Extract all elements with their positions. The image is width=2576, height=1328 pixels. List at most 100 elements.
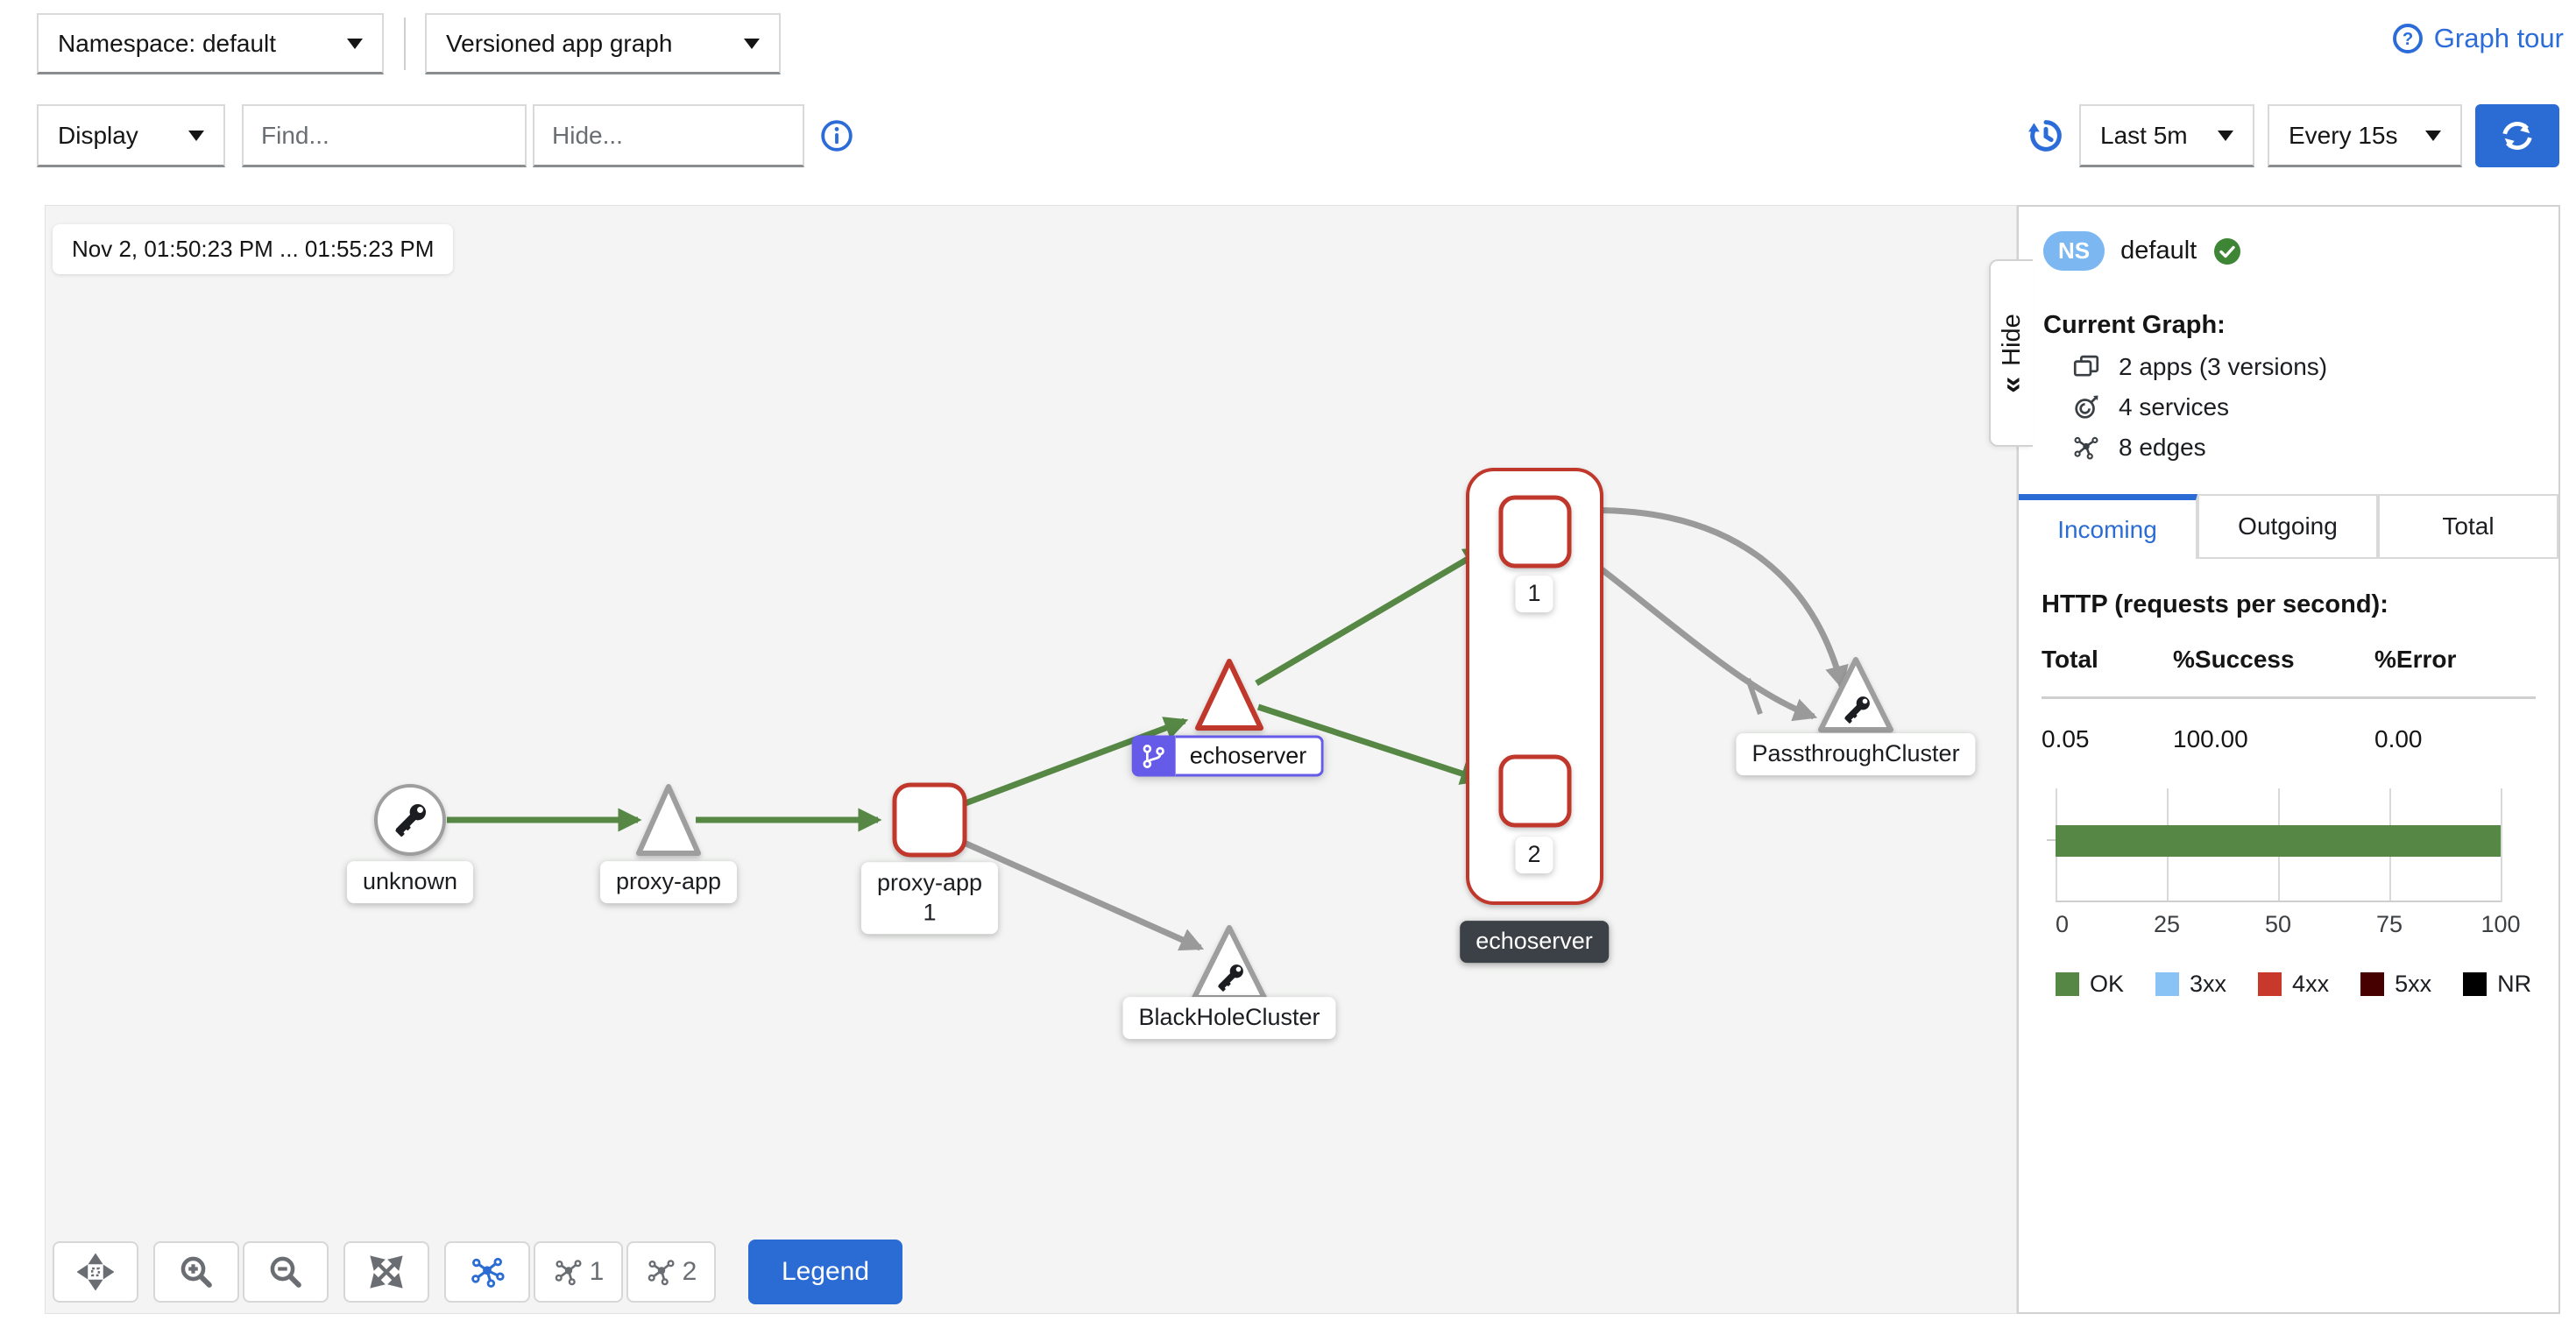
toolbar-divider [404, 18, 406, 70]
val-error: 0.00 [2374, 725, 2423, 752]
layout-2-button[interactable]: 2 [626, 1241, 716, 1303]
health-check-icon [2214, 237, 2241, 265]
time-range-chip: Nov 2, 01:50:23 PM ... 01:55:23 PM [53, 224, 454, 274]
collapse-icon: « [1994, 378, 2028, 393]
display-dropdown[interactable]: Display [37, 104, 225, 167]
tab-outgoing[interactable]: Outgoing [2197, 494, 2378, 559]
chevron-down-icon [347, 38, 363, 49]
namespace-name: default [2120, 237, 2197, 265]
label-unknown[interactable]: unknown [346, 861, 474, 903]
col-error: %Error [2374, 646, 2457, 673]
node-echoserver-v2[interactable] [1498, 754, 1572, 828]
virtual-service-badge [1131, 735, 1176, 777]
chart-legend: OK 3xx 4xx 5xx NR [2056, 971, 2558, 998]
edge-proxy-app-1-to-blackhole[interactable] [960, 838, 1205, 951]
find-input[interactable] [242, 104, 527, 167]
layout-default-button[interactable] [444, 1241, 530, 1303]
label-echoserver-service-text: echoserver [1175, 735, 1324, 777]
refresh-interval-label: Every 15s [2289, 121, 2398, 149]
graph-layout-icon [471, 1257, 505, 1288]
current-graph-title: Current Graph: [2043, 311, 2226, 339]
chevron-down-icon [744, 38, 760, 49]
time-range-label: Last 5m [2100, 121, 2188, 149]
label-echoserver-v2[interactable]: 2 [1515, 837, 1553, 873]
hide-input[interactable] [533, 104, 804, 167]
namespace-badge: NS [2043, 231, 2105, 271]
http-rate-table: Total %Success %Error 0.05 100.00 0.00 [2042, 646, 2536, 753]
graph-layout-icon [648, 1260, 675, 1286]
stat-apps: 2 apps (3 versions) [2071, 352, 2558, 382]
edges-icon [2074, 436, 2098, 460]
graph-tour-link[interactable]: ? Graph tour [2392, 23, 2564, 54]
time-range-dropdown[interactable]: Last 5m [2079, 104, 2254, 167]
history-icon[interactable] [2026, 116, 2066, 156]
pan-icon [77, 1254, 114, 1290]
chevron-down-icon [188, 130, 204, 141]
graph-canvas[interactable]: unknown proxy-app proxy-app 1 echoserver [45, 205, 2017, 1314]
zoom-out-button[interactable] [243, 1241, 329, 1303]
graph-type-dropdown-label: Versioned app graph [446, 29, 673, 57]
node-proxy-app-service[interactable] [636, 784, 701, 856]
traffic-tabs: Incoming Outgoing Total [2019, 494, 2558, 559]
zoom-in-button[interactable] [153, 1241, 239, 1303]
label-proxy-app-service[interactable]: proxy-app [599, 861, 738, 903]
label-echoserver-service[interactable]: echoserver [1131, 735, 1324, 777]
display-dropdown-label: Display [58, 121, 138, 149]
node-proxy-app-1[interactable] [892, 782, 967, 858]
legend-item-5xx: 5xx [2360, 971, 2431, 998]
node-black-hole-cluster[interactable] [1192, 925, 1267, 1000]
edge-echoserver-svc-to-v1[interactable] [1255, 546, 1488, 687]
graph-layout-icon [555, 1260, 582, 1286]
edge-marker-tick [1745, 678, 1763, 715]
val-success: 100.00 [2173, 725, 2248, 752]
git-branch-icon [1143, 744, 1164, 768]
col-total: Total [2042, 646, 2098, 673]
hide-panel-label: Hide [1997, 313, 2026, 366]
col-success: %Success [2173, 646, 2295, 673]
label-passthrough-cluster[interactable]: PassthroughCluster [1736, 733, 1976, 775]
chevron-down-icon [2218, 130, 2233, 141]
chart-bar-ok [2056, 825, 2501, 857]
applications-icon [2073, 355, 2099, 377]
chevron-down-icon [2425, 130, 2441, 141]
edge-echoserver-svc-to-v2[interactable] [1256, 703, 1485, 785]
stat-services: 4 services [2071, 392, 2558, 422]
refresh-icon [2502, 122, 2532, 150]
graph-tour-label: Graph tour [2433, 23, 2564, 53]
pan-button[interactable] [53, 1241, 138, 1303]
legend-item-ok: OK [2056, 971, 2124, 998]
label-black-hole-cluster[interactable]: BlackHoleCluster [1122, 997, 1336, 1039]
refresh-button[interactable] [2475, 104, 2559, 167]
label-echoserver-group[interactable]: echoserver [1460, 921, 1609, 963]
question-circle-icon: ? [2392, 24, 2423, 53]
node-echoserver-v1[interactable] [1498, 495, 1572, 569]
label-echoserver-v1[interactable]: 1 [1515, 576, 1553, 612]
expand-arrows-icon [370, 1255, 403, 1289]
graph-type-dropdown[interactable]: Versioned app graph [425, 13, 781, 74]
label-proxy-app-1[interactable]: proxy-app 1 [860, 862, 999, 934]
legend-button[interactable]: Legend [748, 1240, 902, 1304]
http-rate-title: HTTP (requests per second): [2042, 590, 2388, 618]
layout-1-button[interactable]: 1 [534, 1241, 623, 1303]
stat-edges: 8 edges [2071, 433, 2558, 463]
layout-1-label: 1 [589, 1257, 605, 1286]
node-passthrough-cluster[interactable] [1818, 657, 1893, 732]
tab-incoming[interactable]: Incoming [2019, 494, 2197, 559]
info-icon[interactable] [820, 119, 853, 152]
refresh-interval-dropdown[interactable]: Every 15s [2268, 104, 2462, 167]
edge-v1-to-passthrough-lower[interactable] [1573, 547, 1818, 722]
tab-total[interactable]: Total [2378, 494, 2558, 559]
namespace-dropdown[interactable]: Namespace: default [37, 13, 384, 74]
legend-item-3xx: 3xx [2155, 971, 2226, 998]
hide-panel-tab[interactable]: « Hide [1989, 259, 2033, 447]
node-echoserver-service[interactable] [1195, 659, 1263, 731]
status-bar-chart [2047, 788, 2502, 902]
layout-2-label: 2 [682, 1257, 697, 1286]
table-row: 0.05 100.00 0.00 [2042, 699, 2536, 753]
fit-to-screen-button[interactable] [343, 1241, 429, 1303]
val-total: 0.05 [2042, 725, 2090, 752]
services-icon [2075, 395, 2098, 419]
edge-proxy-app-1-to-echoserver-svc[interactable] [961, 717, 1189, 808]
edge-v1-to-passthrough-upper[interactable] [1575, 507, 1849, 690]
